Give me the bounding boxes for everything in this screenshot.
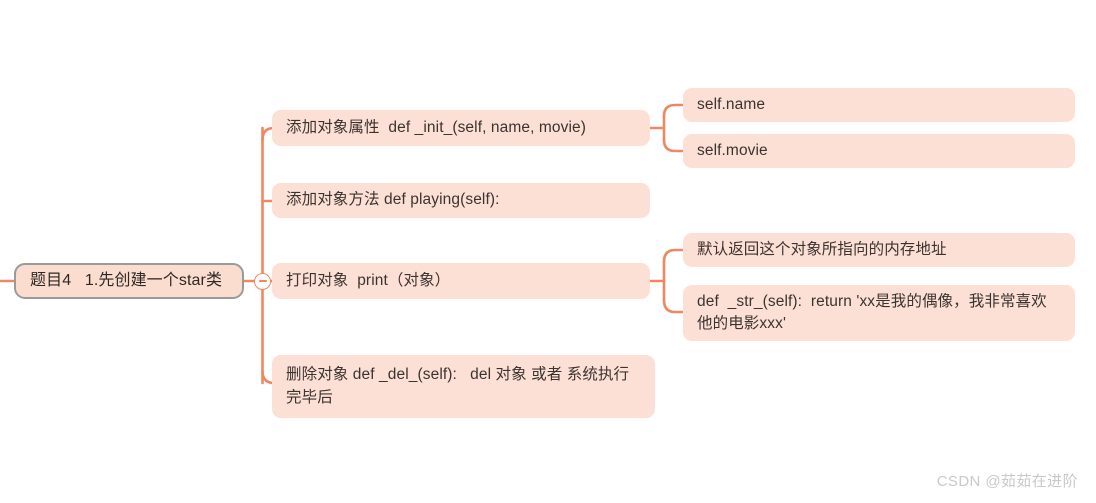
branch-node-method[interactable]: 添加对象方法 def playing(self):	[272, 183, 650, 218]
minus-icon	[258, 280, 267, 282]
branch-node-print[interactable]: 打印对象 print（对象）	[272, 263, 650, 299]
edge-to-self-movie	[662, 138, 685, 153]
branch-node-del[interactable]: 删除对象 def _del_(self): del 对象 或者 系统执行完毕后	[272, 355, 655, 418]
branch-node-init-label: 添加对象属性 def _init_(self, name, movie)	[286, 118, 587, 136]
leaf-node-default-addr-label: 默认返回这个对象所指向的内存地址	[697, 240, 947, 258]
leaf-node-str-method-label: def _str_(self): return 'xx是我的偶像，我非常喜欢他的…	[697, 292, 1047, 332]
csdn-watermark: CSDN @茹茹在进阶	[936, 473, 1078, 490]
edge-to-str-method	[662, 298, 685, 314]
leaf-node-default-addr[interactable]: 默认返回这个对象所指向的内存地址	[683, 233, 1075, 267]
leaf-node-self-movie-label: self.movie	[697, 141, 768, 159]
branch-node-init[interactable]: 添加对象属性 def _init_(self, name, movie)	[272, 110, 650, 146]
branch-node-print-label: 打印对象 print（对象）	[286, 271, 451, 289]
leaf-node-self-name[interactable]: self.name	[683, 88, 1075, 122]
leaf-node-self-name-label: self.name	[697, 95, 766, 113]
branch-node-method-label: 添加对象方法 def playing(self):	[286, 191, 500, 209]
root-collapse-toggle[interactable]	[254, 272, 271, 290]
leaf-node-str-method[interactable]: def _str_(self): return 'xx是我的偶像，我非常喜欢他的…	[683, 285, 1075, 341]
root-node[interactable]: 题目4 1.先创建一个star类	[14, 263, 244, 299]
edge-to-default-addr	[662, 248, 685, 264]
root-node-label: 题目4 1.先创建一个star类	[30, 272, 223, 290]
leaf-node-self-movie[interactable]: self.movie	[683, 134, 1075, 168]
branch-node-del-label: 删除对象 def _del_(self): del 对象 或者 系统执行完毕后	[286, 366, 630, 406]
edge-to-self-name	[662, 103, 685, 118]
